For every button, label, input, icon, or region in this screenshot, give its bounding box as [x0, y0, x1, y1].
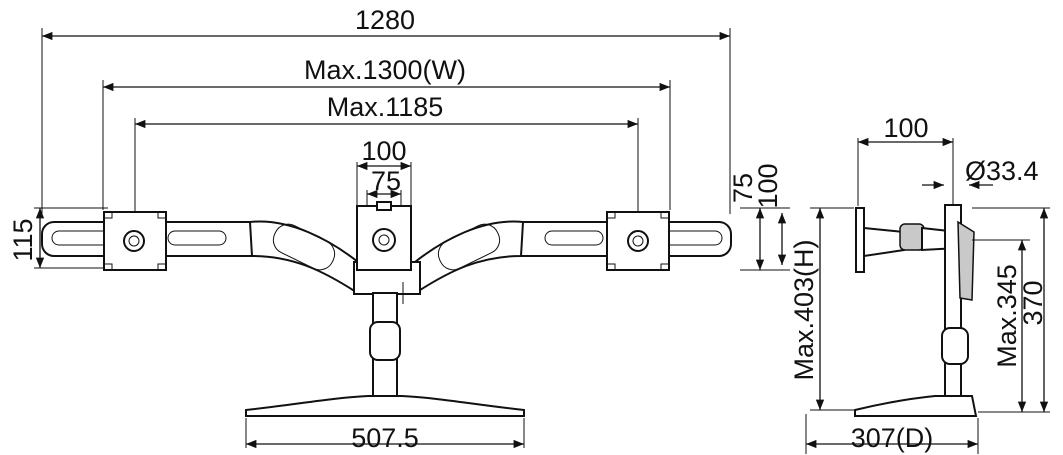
vesa-plate-left — [103, 211, 167, 271]
dim-base-width: 507.5 — [245, 418, 525, 453]
stand-base — [245, 395, 525, 417]
dim-max-width: Max.1300(W) — [102, 55, 671, 210]
dim-vesa-100-front: 100 — [356, 136, 412, 205]
vesa-75-front-label: 75 — [371, 166, 401, 196]
dim-overall-width: 1280 — [41, 5, 731, 214]
dim-max-height: Max.403(H) — [789, 207, 854, 411]
base-width-label: 507.5 — [351, 423, 419, 453]
max-span-label: Max.1185 — [327, 92, 444, 122]
stand-pole — [369, 282, 404, 400]
front-view: 1280 Max.1300(W) Max.1185 100 75 — [8, 5, 732, 453]
vesa-100-front-label: 100 — [361, 136, 406, 166]
arm-height-label: 115 — [8, 218, 38, 261]
vesa-100-side-label: 100 — [883, 113, 928, 143]
vesa-75-side-label: 75 — [728, 173, 758, 203]
dim-depth: 307(D) — [805, 414, 979, 454]
vesa-plate-right — [606, 211, 670, 271]
dim-pole-heights: Max.345 370 — [972, 207, 1050, 413]
side-view: 100 Ø33.4 75 100 — [728, 113, 1050, 454]
max-width-label: Max.1300(W) — [304, 55, 466, 85]
dim-vesa-100-side: 100 — [857, 113, 954, 206]
vesa-100-vertical-label: 100 — [753, 163, 783, 208]
max-height-label: Max.403(H) — [789, 239, 819, 380]
dim-vesa-75-front: 75 — [366, 166, 402, 210]
dim-arm-height: 115 — [8, 207, 108, 269]
dim-pole-diameter: Ø33.4 — [922, 156, 1039, 190]
max-345-label: Max.345 — [992, 264, 1022, 368]
side-silhouette — [854, 204, 978, 417]
depth-label: 307(D) — [851, 423, 934, 453]
vesa-plate-center — [356, 201, 412, 271]
dim-vesa-vertical: 75 100 — [728, 163, 790, 271]
overall-width-label: 1280 — [355, 5, 415, 35]
pole-diameter-label: Ø33.4 — [965, 156, 1039, 186]
height-370-label: 370 — [1018, 280, 1048, 325]
